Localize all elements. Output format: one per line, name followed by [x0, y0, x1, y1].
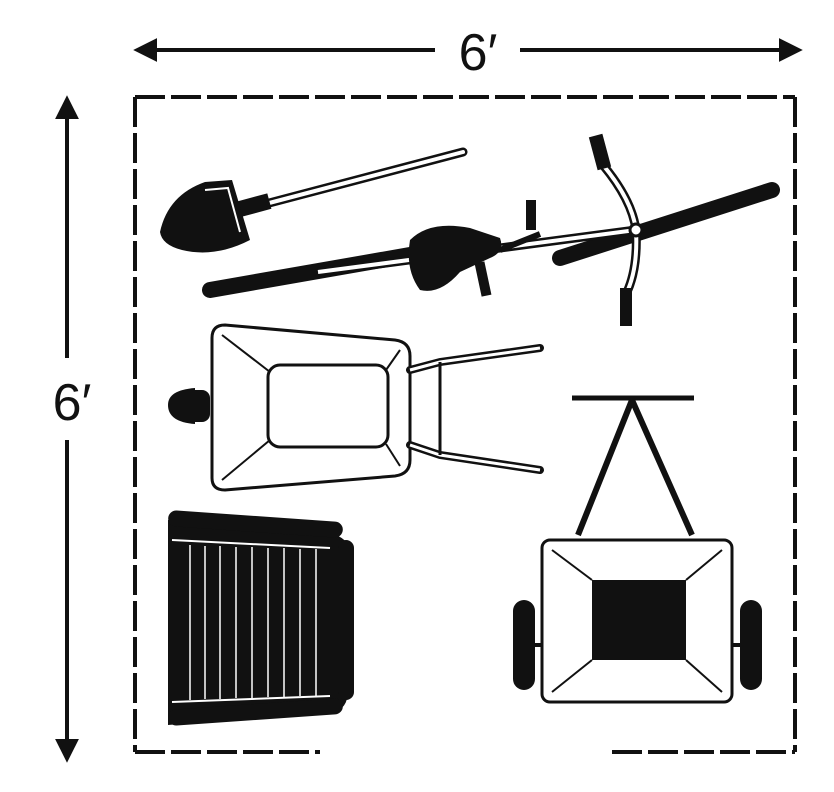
shovel-icon — [160, 147, 468, 253]
bicycle-icon — [202, 133, 780, 326]
floor-border — [133, 95, 797, 754]
width-label: 6′ — [459, 24, 498, 82]
height-label: 6′ — [53, 374, 92, 432]
height-dimension: 6′ — [53, 95, 92, 763]
lawn-chair-icon — [168, 510, 354, 726]
garden-cart-icon — [513, 395, 762, 704]
wheelbarrow-icon — [168, 323, 544, 492]
width-dimension: 6′ — [133, 24, 803, 82]
